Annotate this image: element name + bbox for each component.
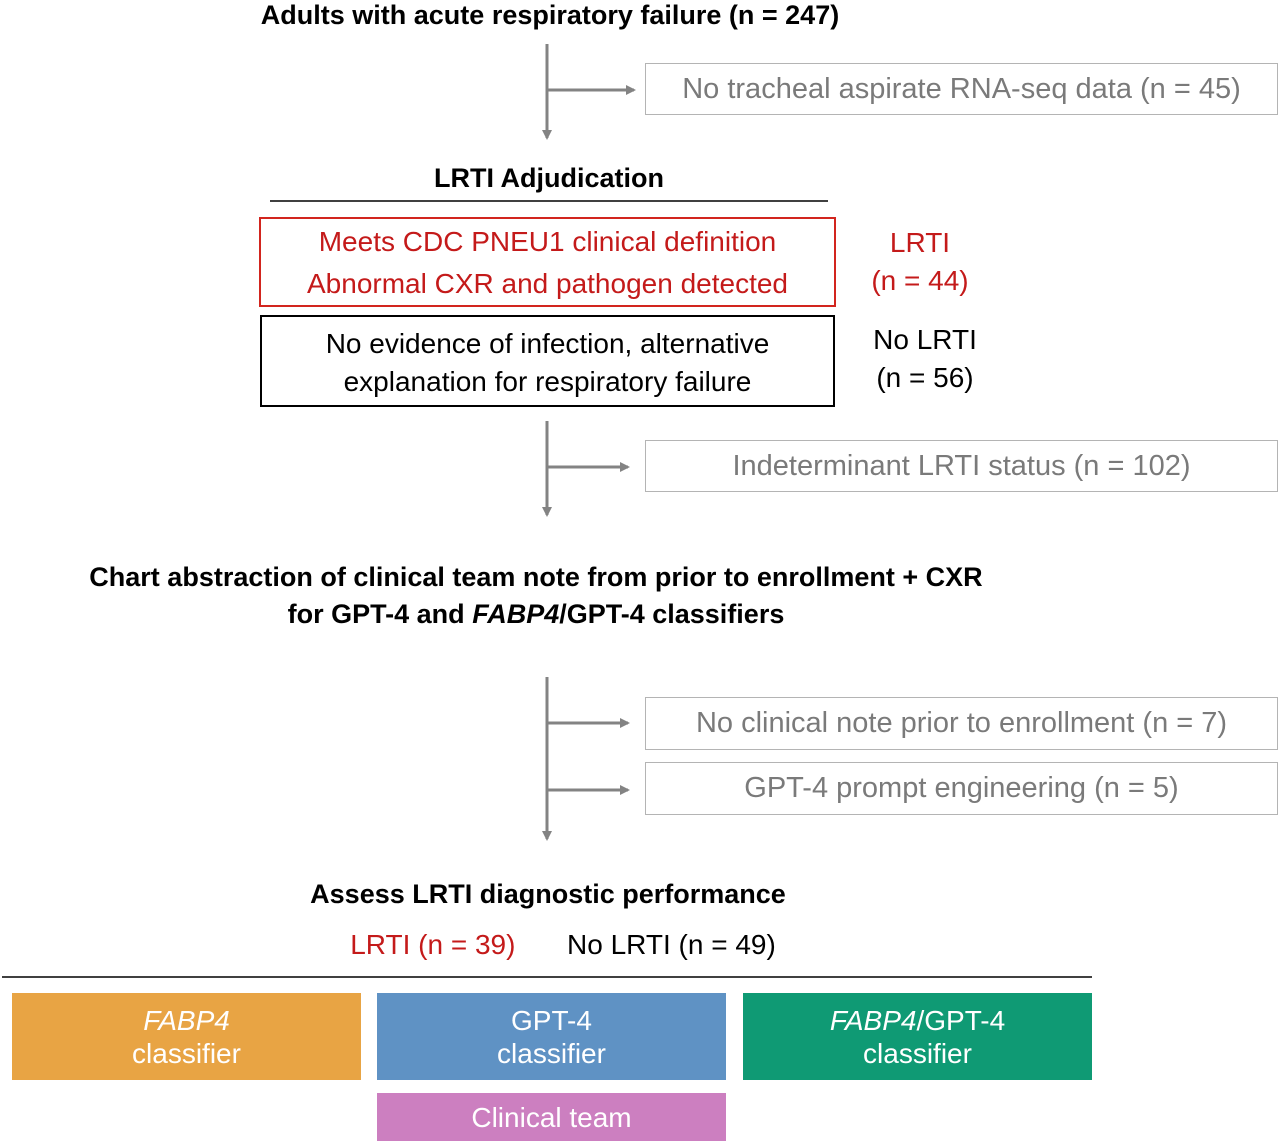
fabp4-classifier-box: FABP4 classifier: [12, 993, 361, 1080]
gpt4-classifier-name: GPT-4: [511, 1004, 592, 1036]
lrti-side-label: LRTI (n = 44): [850, 224, 990, 300]
assess-no-lrti-count: No LRTI (n = 49): [567, 929, 776, 960]
assess-lrti-count: LRTI (n = 39): [350, 929, 516, 960]
exclusion-no-rnaseq: No tracheal aspirate RNA-seq data (n = 4…: [645, 63, 1278, 115]
no-lrti-label: No LRTI: [873, 324, 977, 355]
fabp4-classifier-gene: FABP4: [143, 1004, 230, 1036]
lrti-criteria-line-2: Abnormal CXR and pathogen detected: [307, 268, 788, 299]
no-lrti-criteria-line-1: No evidence of infection, alternative: [325, 328, 770, 359]
fabp4-classifier-label: classifier: [132, 1037, 241, 1069]
adjudication-title: LRTI Adjudication: [434, 163, 664, 193]
combined-classifier-name: FABP4/GPT-4: [830, 1004, 1005, 1037]
clinical-team-box: Clinical team: [377, 1093, 726, 1141]
no-lrti-criteria-box: No evidence of infection, alternative ex…: [260, 315, 835, 407]
assess-counts: LRTI (n = 39) No LRTI (n = 49): [0, 929, 1126, 961]
gpt4-classifier-label: classifier: [497, 1037, 606, 1069]
chart-abstraction-post: /GPT-4 classifiers: [559, 599, 785, 629]
chart-abstraction-pre: for GPT-4 and: [287, 599, 473, 629]
no-lrti-criteria-line-2: explanation for respiratory failure: [343, 366, 752, 397]
chart-abstraction-line-1: Chart abstraction of clinical team note …: [89, 562, 983, 592]
clinical-team-label: Clinical team: [471, 1101, 632, 1133]
exclusion-prompt-engineering: GPT-4 prompt engineering (n = 5): [645, 762, 1278, 815]
lrti-criteria-line-1: Meets CDC PNEU1 clinical definition: [318, 226, 777, 257]
no-lrti-count: (n = 56): [876, 362, 974, 393]
gpt4-classifier-box: GPT-4 classifier: [377, 993, 726, 1080]
exclusion-no-note: No clinical note prior to enrollment (n …: [645, 697, 1278, 750]
combined-classifier-suffix: /GPT-4: [916, 1004, 1006, 1036]
assess-title: Assess LRTI diagnostic performance: [310, 879, 786, 909]
lrti-count: (n = 44): [871, 265, 969, 296]
lrti-criteria-box: Meets CDC PNEU1 clinical definition Abno…: [259, 217, 836, 307]
lrti-label: LRTI: [889, 227, 951, 258]
combined-classifier-box: FABP4/GPT-4 classifier: [743, 993, 1092, 1080]
combined-classifier-label: classifier: [863, 1037, 972, 1069]
chart-abstraction-gene: FABP4: [472, 599, 560, 629]
combined-classifier-gene: FABP4: [829, 1004, 917, 1036]
no-lrti-side-label: No LRTI (n = 56): [850, 321, 1000, 397]
exclusion-indeterminant: Indeterminant LRTI status (n = 102): [645, 440, 1278, 492]
population-title: Adults with acute respiratory failure (n…: [260, 0, 840, 30]
chart-abstraction-line-2: for GPT-4 and FABP4/GPT-4 classifiers: [0, 599, 1072, 630]
